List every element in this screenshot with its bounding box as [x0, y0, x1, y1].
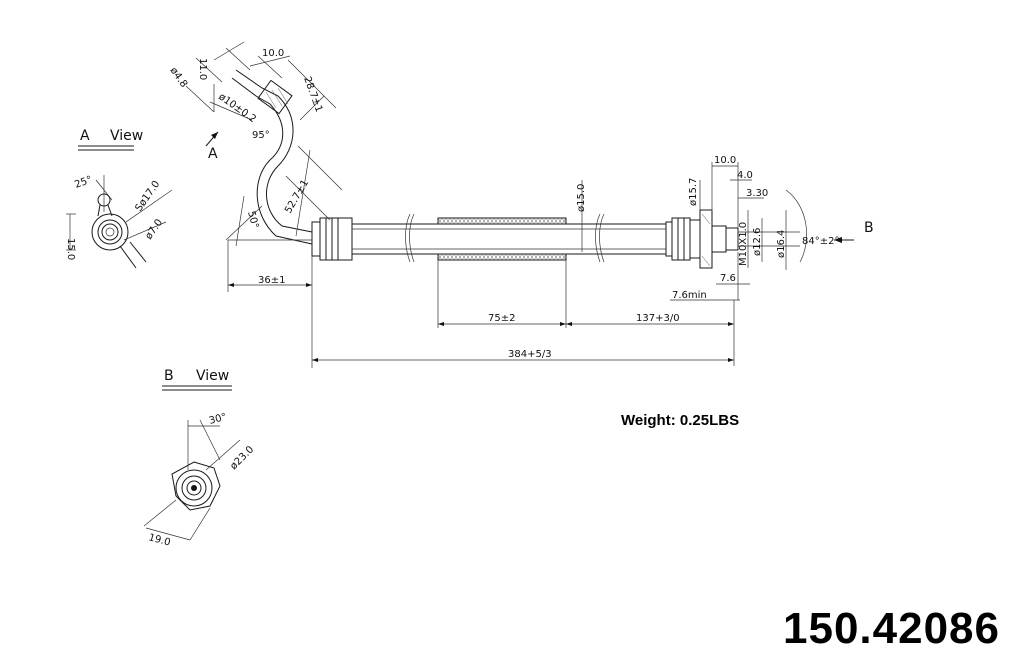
- dim-10-0-top: 10.0: [262, 48, 284, 59]
- a-dim-phi7: ø7.0: [143, 217, 165, 241]
- dim-384: 384+5/3: [508, 349, 552, 360]
- dim-7-6min: 7.6min: [672, 290, 707, 301]
- dim-36: 36±1: [258, 275, 285, 286]
- hose-body: [311, 213, 666, 263]
- dim-50: 50°: [245, 210, 260, 230]
- overall-dimensions: 75±2 137+3/0 384+5/3: [312, 300, 735, 366]
- dim-3-30: 3.30: [746, 188, 768, 199]
- b-dim-phi23: ø23.0: [228, 444, 256, 472]
- dim-11-0: 11.0: [197, 58, 208, 80]
- b-view-letter: B: [164, 368, 174, 384]
- a-dim-15: 15.0: [65, 238, 76, 260]
- a-view-label: A View: [78, 128, 143, 151]
- dim-10-0-right: 10.0: [714, 155, 736, 166]
- b-dim-30: 30°: [208, 412, 228, 427]
- b-arrow: B: [834, 220, 874, 243]
- dim-28-7: 28.7±1: [301, 75, 324, 114]
- b-arrow-letter: B: [864, 220, 874, 236]
- part-number: 150.42086: [783, 604, 1000, 653]
- dim-7-6: 7.6: [720, 273, 736, 284]
- dim-137: 137+3/0: [636, 313, 680, 324]
- a-dim-phi17: Sø17.0: [133, 179, 162, 214]
- dim-95: 95°: [252, 130, 270, 141]
- dim-phi15-0: ø15.0: [576, 184, 587, 212]
- dim-75: 75±2: [488, 313, 515, 324]
- b-view-label: B View: [162, 368, 232, 391]
- a-view-detail: 25° 15.0 Sø17.0 ø7.0: [65, 174, 173, 269]
- b-view-word: View: [196, 368, 229, 384]
- weight-label: Weight: 0.25LBS: [621, 412, 740, 429]
- dim-84: 84°±2°: [802, 236, 839, 247]
- left-dimensions: 11.0 10.0 ø4.8 ø10±0.2 28.7±1 95° 52.7±1…: [168, 41, 343, 368]
- a-arrow-letter: A: [208, 146, 218, 162]
- protective-sleeve: ø15.0: [437, 180, 587, 328]
- b-view-detail: 30° ø23.0 19.0: [143, 412, 256, 549]
- dim-phi16-4: ø16.4: [776, 230, 787, 258]
- dim-4-0: 4.0: [737, 170, 753, 181]
- dim-phi12-6: ø12.6: [752, 228, 763, 256]
- bent-end-fitting: [225, 69, 313, 245]
- a-view-letter: A: [80, 128, 90, 144]
- dim-m10: M10X1.0: [738, 222, 749, 266]
- dim-phi15-7: ø15.7: [688, 178, 699, 206]
- a-arrow: A: [205, 131, 219, 162]
- right-dimensions: 10.0 4.0 3.30 ø15.7 ø12.6 ø16.4 M10X1.0 …: [670, 155, 839, 301]
- b-dim-19: 19.0: [147, 532, 171, 548]
- a-view-word: View: [110, 128, 143, 144]
- dim-phi10: ø10±0.2: [216, 91, 258, 125]
- a-dim-25: 25°: [73, 174, 93, 190]
